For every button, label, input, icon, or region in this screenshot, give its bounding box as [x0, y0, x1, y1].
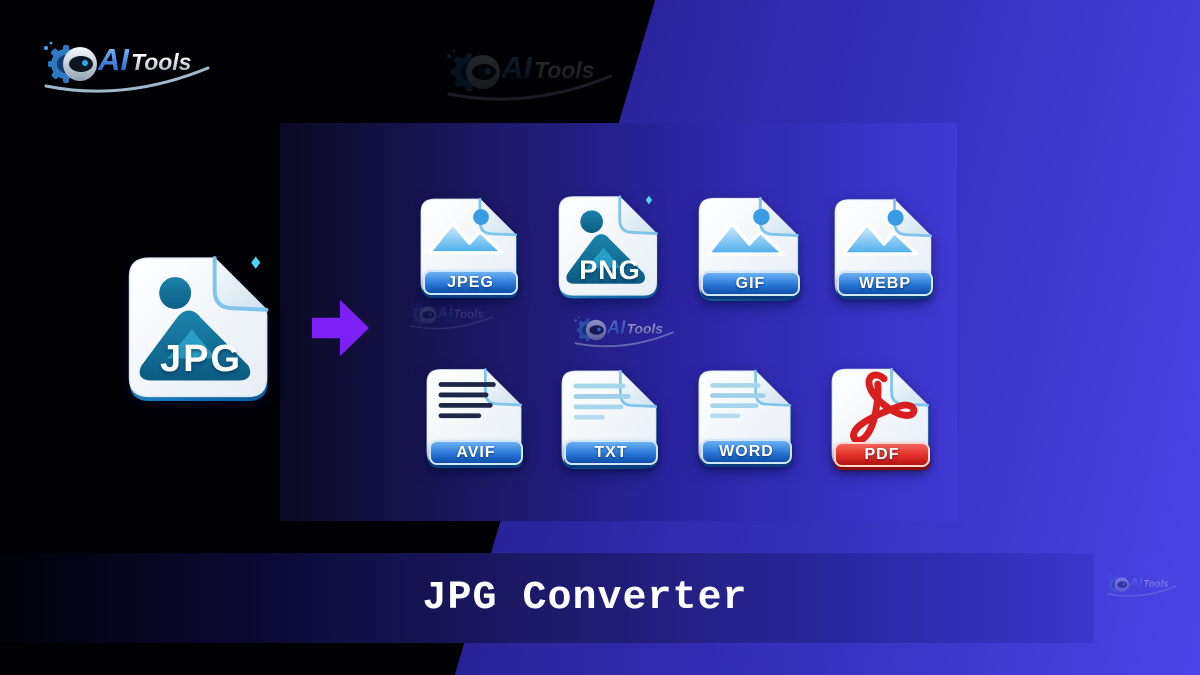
brand-tools-text: Tools [131, 49, 192, 75]
format-icon-webp: WEBP [832, 192, 938, 305]
format-icon-png: PNG [556, 188, 664, 305]
format-label: TXT [594, 443, 628, 461]
title-band [0, 553, 1093, 643]
format-label-pill: PDF [834, 442, 930, 467]
format-label: PNG [579, 255, 641, 286]
format-label-pill: GIF [701, 271, 800, 296]
brand-wordmark: AITools [98, 42, 191, 78]
format-label-pill: TXT [564, 440, 658, 465]
page-title: JPG Converter [422, 575, 748, 621]
brand-logo: AITools [40, 34, 215, 96]
source-format-label: JPG [159, 338, 243, 381]
watermark-logo-center: AITools [572, 312, 677, 349]
format-label: WEBP [858, 274, 911, 292]
format-label: JPEG [447, 273, 494, 291]
format-label: GIF [735, 274, 766, 292]
format-label-pill: AVIF [429, 440, 523, 465]
format-icon-word: WORD [696, 362, 797, 473]
watermark-logo-bottom-right: AITools [1105, 572, 1179, 598]
format-icon-gif: GIF [696, 192, 805, 305]
format-icon-txt: TXT [559, 364, 663, 474]
format-label: WORD [719, 442, 774, 460]
watermark-logo-faint: AITools [408, 300, 496, 331]
format-label: PDF [864, 445, 900, 463]
format-label-pill: WEBP [837, 271, 933, 296]
source-file-icon-jpg: JPG [125, 252, 277, 404]
brand-ai-text: AI [98, 42, 129, 77]
watermark-logo-top: AITools [443, 42, 618, 104]
format-label-pill: WORD [701, 439, 792, 464]
format-icon-avif: AVIF [424, 361, 528, 474]
format-label-pill: JPEG [423, 270, 518, 295]
format-icon-pdf: PDF [829, 360, 935, 476]
format-label: AVIF [456, 443, 496, 461]
format-icon-jpeg: JPEG [418, 191, 523, 304]
file-icon [557, 188, 659, 300]
